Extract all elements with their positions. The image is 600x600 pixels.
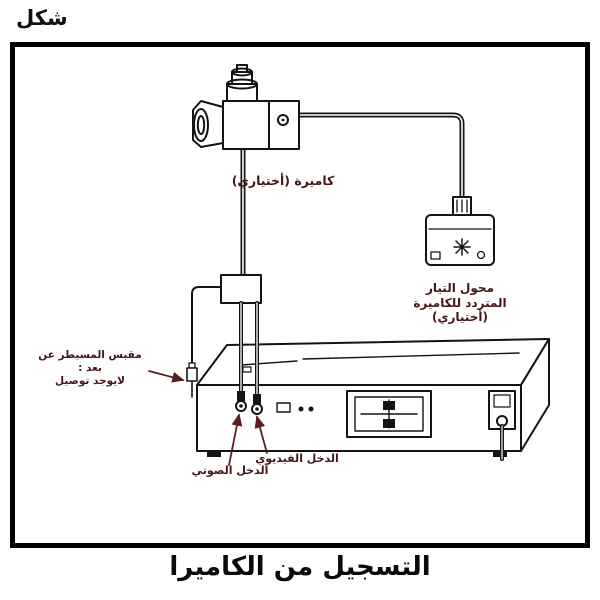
adapter-label-line3: (أختياري) bbox=[432, 310, 488, 325]
vcr-illustration bbox=[196, 338, 550, 461]
star-icon bbox=[453, 238, 471, 256]
audio-arrow bbox=[228, 413, 243, 466]
power-cable bbox=[296, 112, 465, 206]
camera-illustration bbox=[192, 64, 300, 150]
remote-jack-label: مقبس المسيطر عن بعد : لايوجد توصيل bbox=[29, 349, 151, 387]
diagram-caption: التسجيل من الكاميرا bbox=[169, 552, 431, 582]
audio-cable bbox=[237, 301, 245, 401]
video-input-label: الدخل الفيديوي bbox=[255, 452, 339, 465]
adapter-label-line1: محول التيار bbox=[425, 281, 495, 295]
video-cable bbox=[253, 301, 261, 404]
ac-adapter-illustration bbox=[425, 196, 495, 266]
audio-jack bbox=[235, 400, 247, 412]
av-breakout-block bbox=[220, 274, 262, 304]
video-arrow bbox=[254, 415, 268, 454]
tracking-control-panel bbox=[346, 390, 432, 438]
side-port bbox=[488, 390, 516, 461]
remote-cable bbox=[186, 286, 222, 398]
audio-input-label: الدخل الصوتي bbox=[191, 464, 269, 477]
adapter-label: محول التيار المتردد للكاميرة (أختياري) bbox=[407, 281, 513, 325]
remote-arrow bbox=[148, 370, 185, 383]
diagram-canvas bbox=[148, 64, 550, 466]
figure-label: شكل bbox=[16, 6, 68, 30]
video-jack bbox=[251, 403, 263, 415]
camera-label: كاميرة (أختياري) bbox=[231, 173, 335, 188]
remote-jack-label-line2: لايوجد توصيل bbox=[55, 374, 125, 387]
adapter-label-line2: المتردد للكاميرة bbox=[413, 295, 507, 310]
remote-jack-label-line1: مقبس المسيطر عن بعد : bbox=[38, 349, 142, 374]
diagram-frame: كاميرة (أختياري) محول التيار المتردد للك… bbox=[10, 42, 590, 548]
annotation-arrows bbox=[148, 370, 268, 466]
